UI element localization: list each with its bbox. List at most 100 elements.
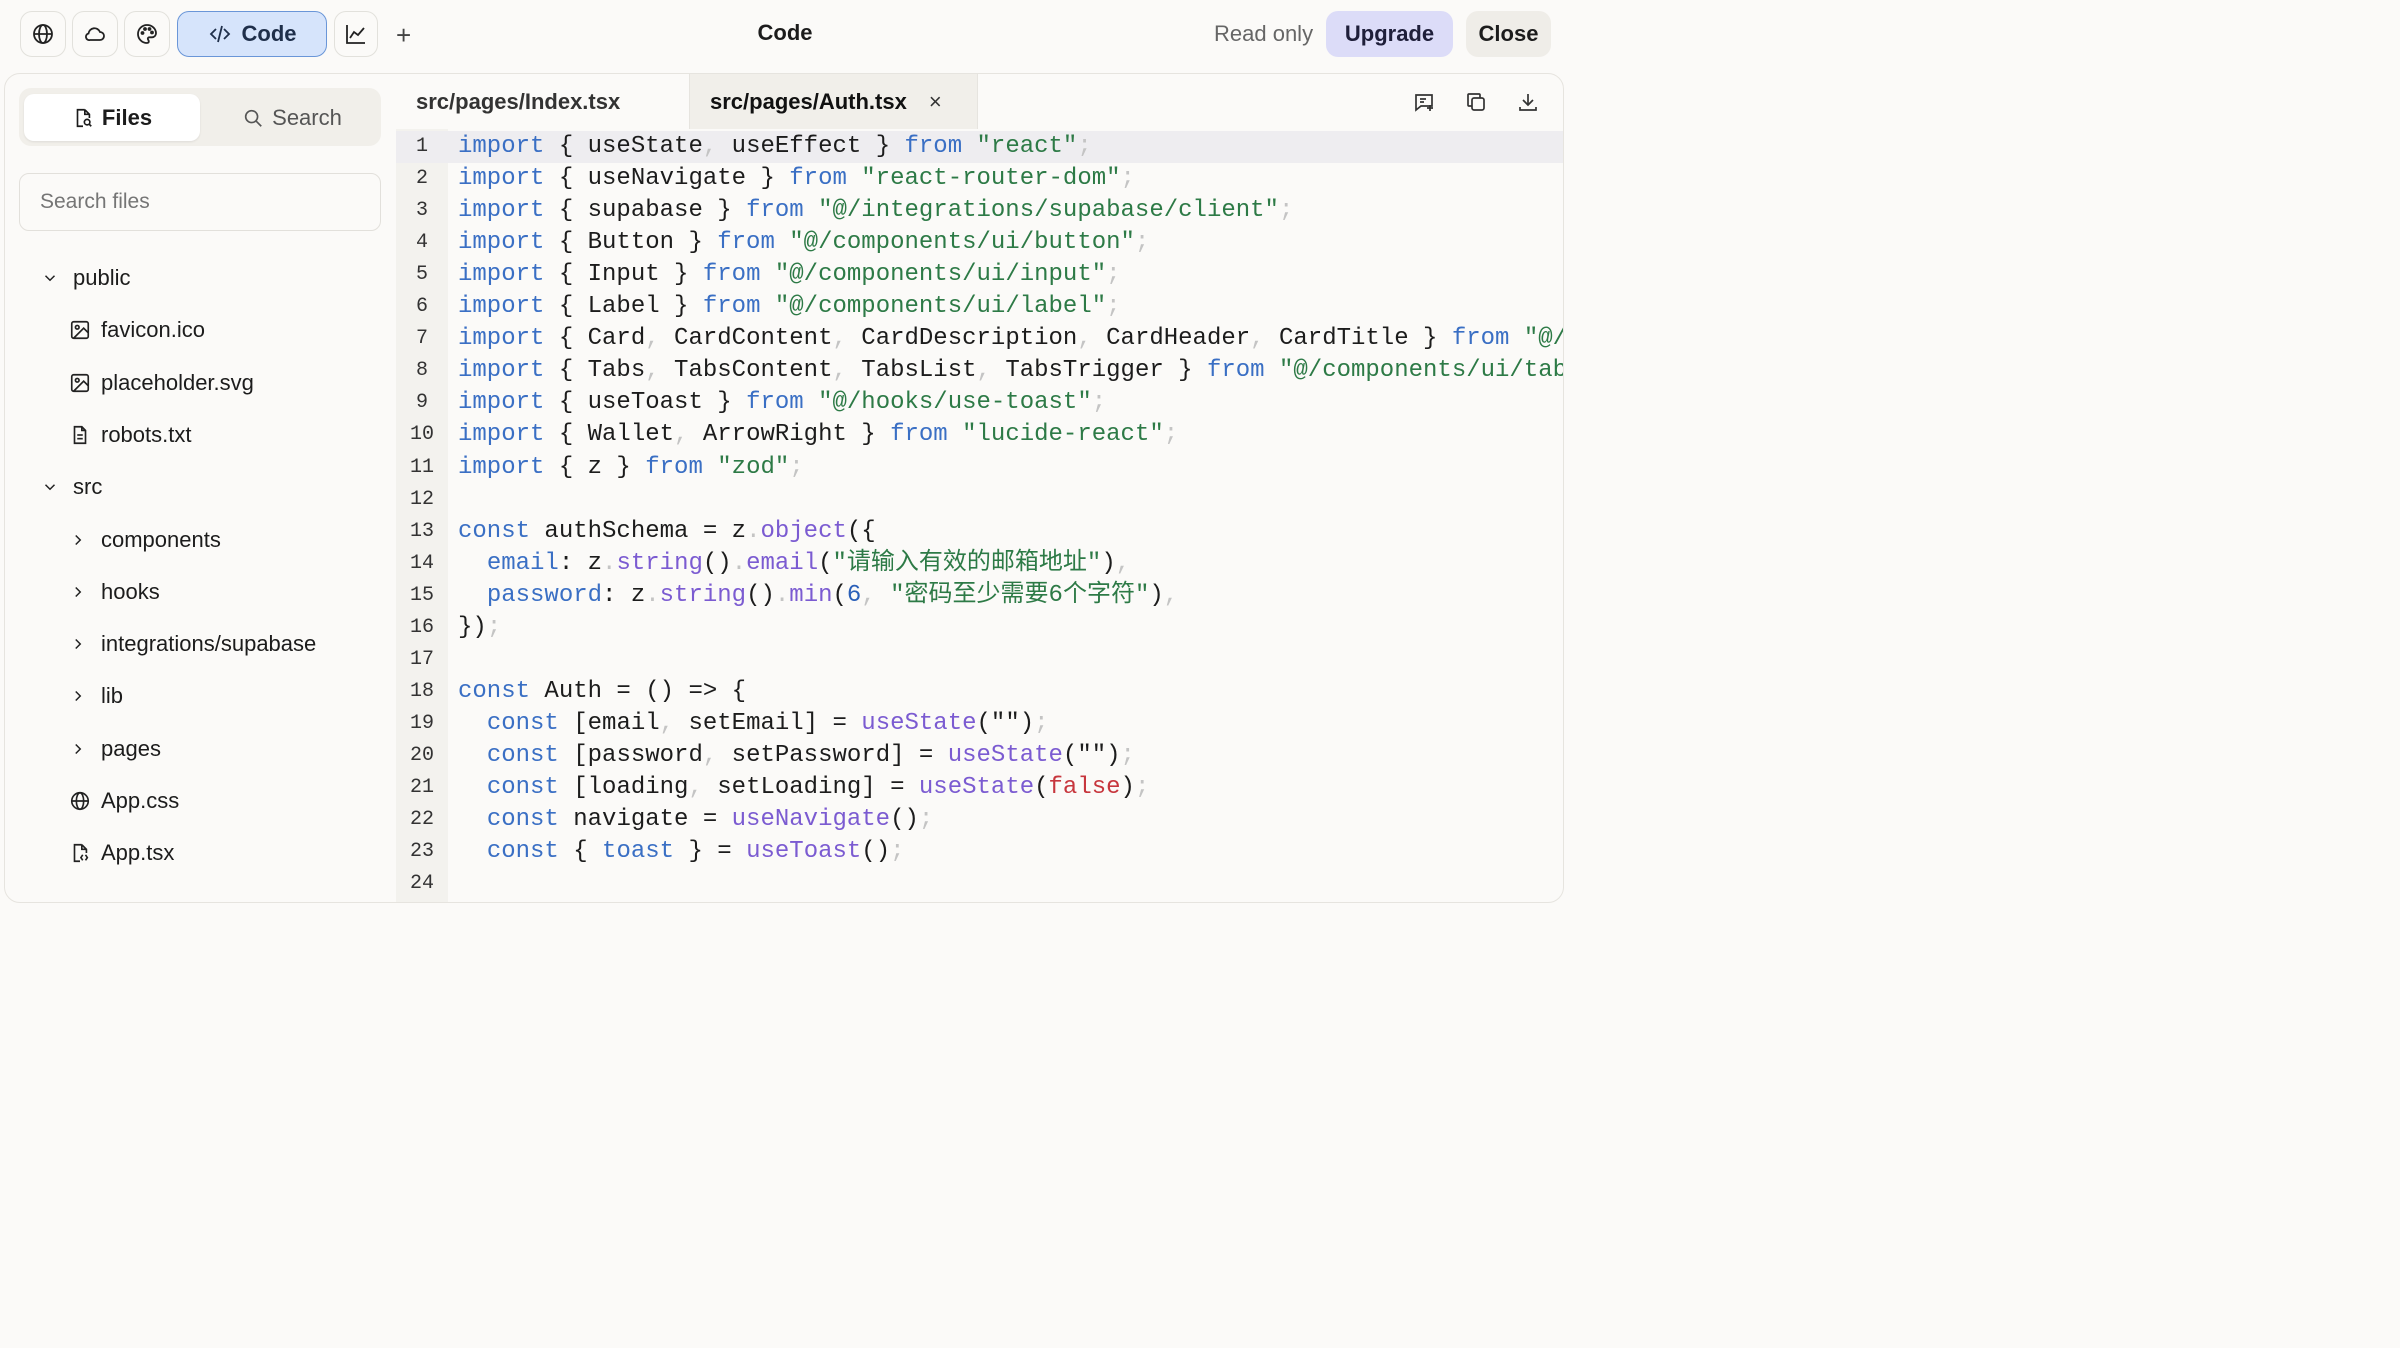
code-token: TabsContent [659,357,833,385]
file-tree-item[interactable]: App.css [69,781,179,821]
tab-auth-tsx[interactable]: src/pages/Auth.tsx × [689,74,978,129]
code-line[interactable]: 24 [396,868,1563,900]
tab-index-tsx[interactable]: src/pages/Index.tsx [396,74,689,129]
code-line[interactable]: 17 [396,644,1563,676]
code-line-text: const [loading, setLoading] = useState(f… [458,772,1150,804]
line-number: 6 [415,295,428,319]
add-tab-button[interactable]: + [396,20,412,50]
code-token: const [486,741,559,769]
code-token: setLoading] = [702,774,919,801]
code-token: ) [1120,774,1135,801]
file-tree-item[interactable]: favicon.ico [69,310,205,350]
tab-label: src/pages/Index.tsx [416,88,621,114]
code-token: . [774,581,790,609]
code-line-text: password: z.string().min(6, "密码至少需要6个字符"… [458,580,1178,612]
code-token: ) [1101,549,1116,577]
file-tree-item[interactable]: hooks [69,572,160,612]
code-line[interactable]: 10 import { Wallet, ArrowRight } from "lu… [396,419,1563,451]
code-token: "@/components/ui/input" [774,261,1107,289]
line-number: 18 [409,679,434,703]
file-tree-item[interactable]: integrations/supabase [69,624,316,664]
search-files-input[interactable] [19,173,381,231]
code-line[interactable]: 20 const [password, setPassword] = useSt… [396,740,1563,772]
files-tab[interactable]: Files [24,94,200,141]
code-token: from [702,261,761,289]
line-number: 14 [409,551,434,575]
upgrade-button[interactable]: Upgrade [1326,11,1453,57]
code-token: ; [1120,741,1135,769]
file-tree-item-label: App.css [101,788,180,813]
search-tab[interactable]: Search [209,94,375,141]
code-line-text: email: z.string().email("请输入有效的邮箱地址"), [458,548,1130,580]
code-token: } = [674,838,747,866]
code-token: from [702,293,761,321]
file-tree-item[interactable]: placeholder.svg [69,363,254,403]
code-token [458,774,487,801]
code-token: { Button } [544,229,718,257]
palette-button[interactable] [124,11,170,57]
code-token: ; [890,838,905,866]
code-token: ; [486,613,502,641]
code-line[interactable]: 22 const navigate = useNavigate(); [396,804,1563,836]
code-line[interactable]: 15 password: z.string().min(6, "密码至少需要6个… [396,580,1563,612]
file-tree-item[interactable]: lib [69,676,123,716]
file-tree-item[interactable]: pages [69,729,161,769]
code-token: { supabase } [544,197,747,225]
analytics-button[interactable] [334,11,378,57]
code-token: { Label } [544,293,703,321]
copy-button[interactable] [1464,90,1488,114]
code-token: , [659,709,675,737]
line-number: 24 [409,872,434,896]
code-token: const [486,709,559,737]
code-line[interactable]: 16}); [396,612,1563,644]
close-button[interactable]: Close [1466,11,1551,57]
globe-button[interactable] [20,11,66,57]
line-number: 8 [415,359,428,383]
code-token: useNavigate [731,806,891,834]
code-line[interactable]: 12 [396,484,1563,516]
code-line[interactable]: 14 email: z.string().email("请输入有效的邮箱地址")… [396,548,1563,580]
code-token: ; [1278,197,1294,225]
code-line[interactable]: 19 const [email, setEmail] = useState(""… [396,708,1563,740]
line-number: 19 [409,711,434,735]
file-tree-item[interactable]: public [41,258,130,298]
close-tab-icon[interactable]: × [928,88,942,114]
add-comment-button[interactable] [1412,90,1436,114]
code-token: ; [1077,133,1092,160]
code-token: "zod" [717,453,790,481]
code-token: "react-router-dom" [861,165,1121,193]
code-token: false [1048,774,1121,801]
code-line-text: import { Wallet, ArrowRight } from "luci… [458,419,1178,451]
code-line[interactable]: 21 const [loading, setLoading] = useStat… [396,772,1563,804]
copy-icon [1467,93,1485,111]
code-token: { [558,838,603,866]
line-number-gutter [396,129,448,902]
code-token: authSchema = z [530,517,747,545]
line-number: 10 [409,423,434,447]
code-token: import [458,229,545,257]
file-tree-item[interactable]: src [41,467,102,507]
code-token: from [1206,357,1265,385]
file-tree-item[interactable]: robots.txt [69,415,191,455]
file-tree-item[interactable]: components [69,520,221,560]
download-button[interactable] [1516,90,1540,114]
cloud-button[interactable] [72,11,118,57]
code-line-text: import { supabase } from "@/integrations… [458,195,1293,227]
line-number: 7 [415,327,428,351]
code-button[interactable]: Code [177,11,327,57]
file-tree-item[interactable]: App.tsx [69,833,174,873]
code-line[interactable]: 23 const { toast } = useToast(); [396,836,1563,868]
